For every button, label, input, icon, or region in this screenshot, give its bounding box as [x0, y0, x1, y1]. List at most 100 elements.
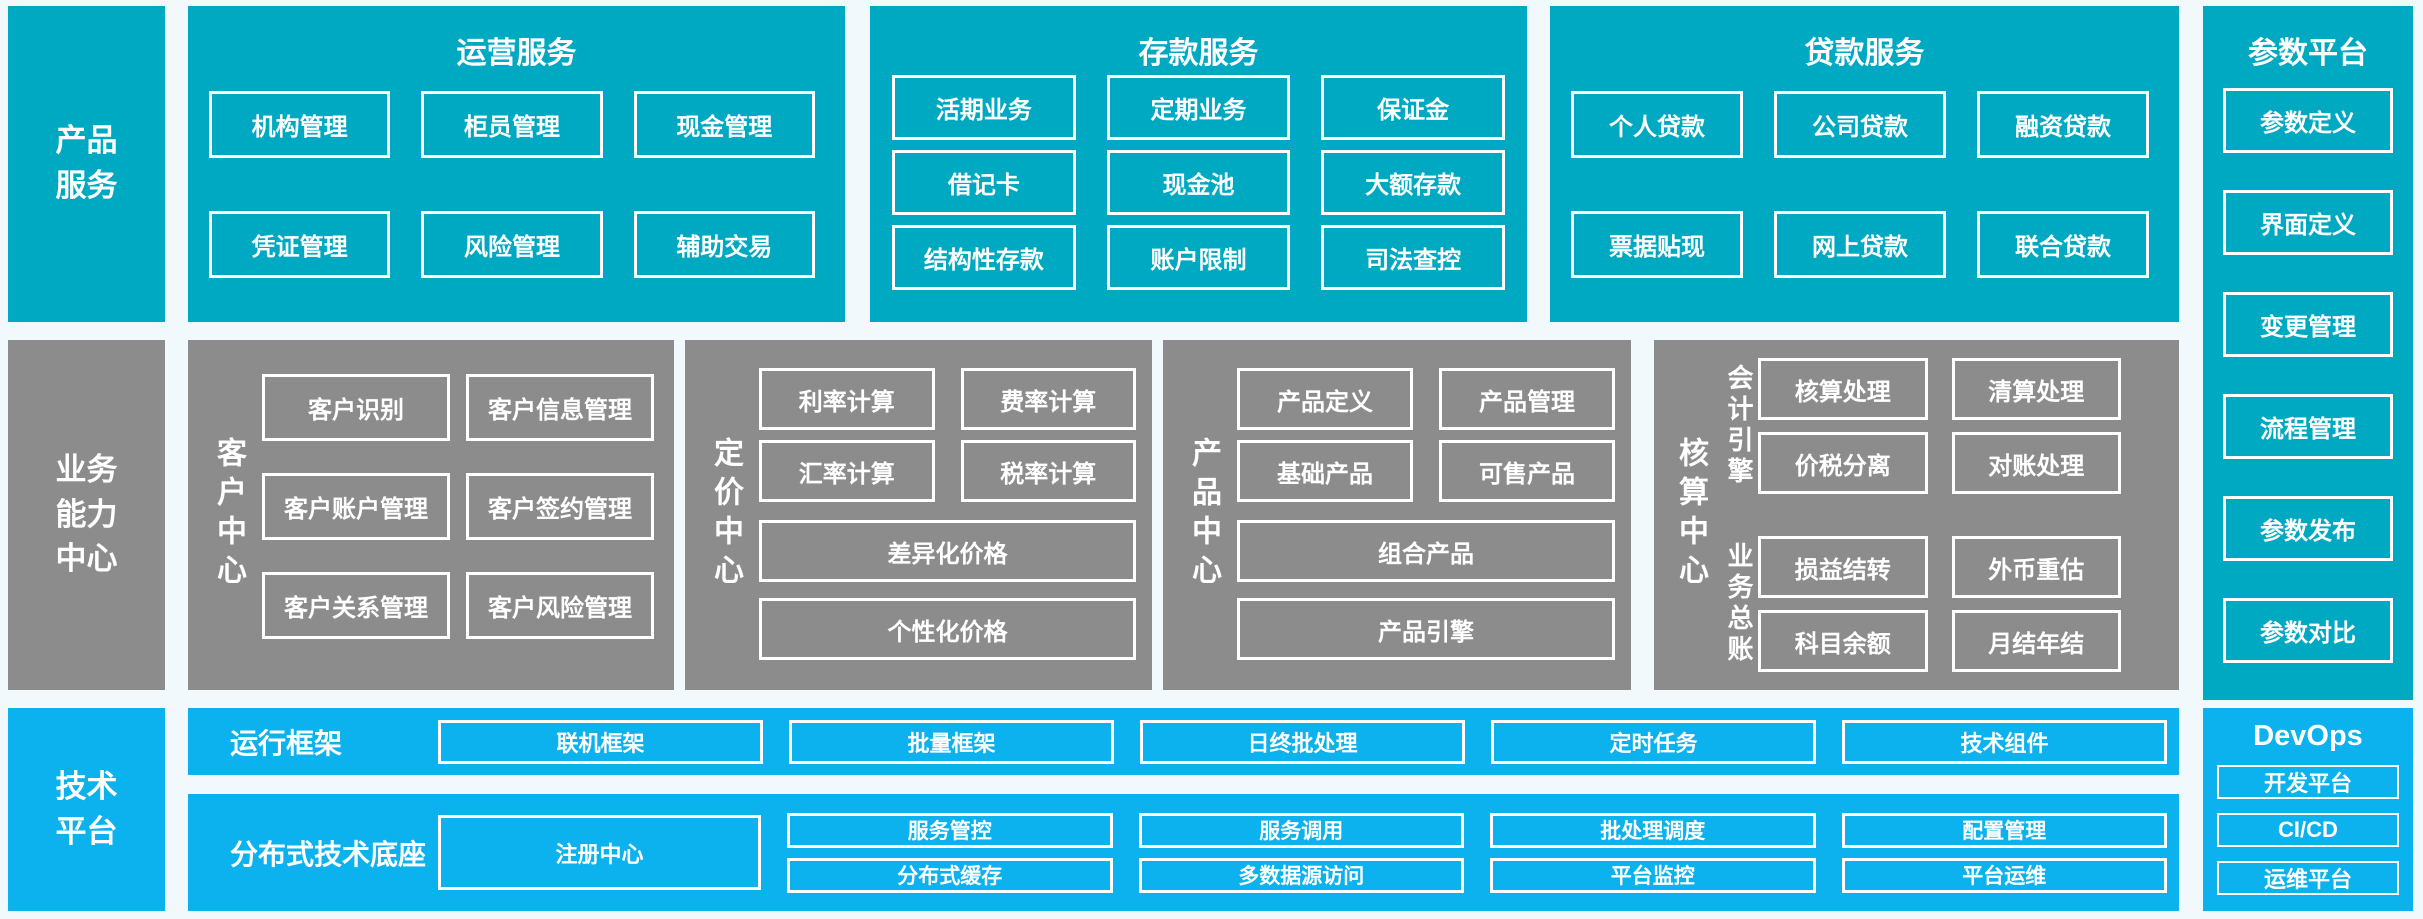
diagram-box: 流程管理 — [2223, 394, 2393, 459]
row-label-technology-platform: 技术 平台 — [8, 708, 165, 911]
diagram-box: 清算处理 — [1951, 358, 2121, 420]
accounting-engine-group: 会计引擎 核算处理 清算处理 价税分离 对账处理 — [1712, 358, 2121, 494]
diagram-box: 外币重估 — [1951, 536, 2121, 598]
section-vertical-label: 产品中心 — [1187, 437, 1220, 593]
diagram-box: 税率计算 — [960, 440, 1136, 502]
diagram-box-wide: 产品引擎 — [1237, 598, 1615, 660]
section-product-center: 产品中心 产品定义 产品管理 基础产品 可售产品 组合产品 产品引擎 — [1163, 340, 1631, 690]
run-framework-grid: 联机框架 批量框架 日终批处理 定时任务 技术组件 — [438, 719, 2167, 764]
diagram-box: CI/CD — [2217, 813, 2399, 847]
row-label-line: 产品 — [55, 123, 118, 159]
diagram-box: 月结年结 — [1951, 610, 2121, 672]
diagram-box: 产品定义 — [1237, 368, 1413, 430]
diagram-box: 分布式缓存 — [787, 857, 1113, 893]
product-center-grid: 产品定义 产品管理 基础产品 可售产品 组合产品 产品引擎 — [1237, 368, 1615, 660]
diagram-box: 产品管理 — [1439, 368, 1615, 430]
accounting-engine-grid: 核算处理 清算处理 价税分离 对账处理 — [1758, 358, 2121, 494]
diagram-box: 客户风险管理 — [466, 572, 654, 639]
diagram-box: 定期业务 — [1106, 75, 1291, 140]
diagram-box-wide: 差异化价格 — [759, 520, 1136, 582]
loan-services-grid: 个人贷款 公司贷款 融资贷款 票据贴现 网上贷款 联合贷款 — [1571, 91, 2149, 278]
diagram-box: 客户签约管理 — [466, 473, 654, 540]
section-devops: DevOps 开发平台 CI/CD 运维平台 — [2203, 708, 2413, 911]
diagram-box: 核算处理 — [1758, 358, 1928, 420]
diagram-box: 公司贷款 — [1774, 91, 1946, 158]
diagram-box: 批量框架 — [789, 719, 1114, 764]
diagram-box: 配置管理 — [1841, 812, 2167, 848]
diagram-box: 多数据源访问 — [1138, 857, 1464, 893]
section-vertical-label: 客户中心 — [212, 437, 245, 593]
diagram-box: 联合贷款 — [1977, 211, 2149, 278]
diagram-box-wide: 组合产品 — [1237, 520, 1615, 582]
diagram-box: 价税分离 — [1758, 432, 1928, 494]
diagram-box: 定时任务 — [1491, 719, 1816, 764]
diagram-box: 账户限制 — [1106, 225, 1291, 290]
diagram-box: 大额存款 — [1321, 150, 1505, 215]
row-label-line: 技术 — [55, 768, 118, 804]
row-label-product-services: 产品 服务 — [8, 6, 165, 322]
section-vertical-label: 定价中心 — [709, 437, 742, 593]
diagram-box: 个人贷款 — [1571, 91, 1743, 158]
pricing-center-grid: 利率计算 费率计算 汇率计算 税率计算 差异化价格 个性化价格 — [759, 368, 1136, 660]
diagram-box: 技术组件 — [1842, 719, 2167, 764]
diagram-box: 活期业务 — [892, 75, 1076, 140]
diagram-box: 变更管理 — [2223, 292, 2393, 357]
operation-services-grid: 机构管理 柜员管理 现金管理 凭证管理 风险管理 辅助交易 — [209, 91, 815, 278]
diagram-box: 开发平台 — [2217, 765, 2399, 799]
group-vertical-label: 业务总账 — [1724, 542, 1754, 666]
diagram-box: 平台监控 — [1490, 857, 1816, 893]
diagram-box: 结构性存款 — [892, 225, 1076, 290]
section-title: 运营服务 — [456, 37, 577, 70]
band-distributed-base: 分布式技术底座 注册中心 服务管控 服务调用 批处理调度 配置管理 分布式缓存 … — [188, 794, 2179, 911]
diagram-box: 基础产品 — [1237, 440, 1413, 502]
diagram-box: 凭证管理 — [209, 211, 391, 278]
group-vertical-label: 会计引擎 — [1724, 364, 1754, 488]
section-vertical-label: 核算中心 — [1674, 437, 1707, 593]
diagram-box: 界面定义 — [2223, 190, 2393, 255]
section-parameter-platform: 参数平台 参数定义 界面定义 变更管理 流程管理 参数发布 参数对比 — [2203, 6, 2413, 700]
diagram-box: 平台运维 — [1841, 857, 2167, 893]
section-customer-center: 客户中心 客户识别 客户信息管理 客户账户管理 客户签约管理 客户关系管理 客户… — [188, 340, 674, 690]
devops-list: 开发平台 CI/CD 运维平台 — [2217, 765, 2399, 895]
diagram-box: 汇率计算 — [759, 440, 935, 502]
customer-center-grid: 客户识别 客户信息管理 客户账户管理 客户签约管理 客户关系管理 客户风险管理 — [262, 374, 654, 639]
diagram-box: 融资贷款 — [1977, 91, 2149, 158]
diagram-box: 批处理调度 — [1490, 812, 1816, 848]
diagram-box: 损益结转 — [1758, 536, 1928, 598]
band-label: 运行框架 — [230, 727, 343, 759]
diagram-box: 联机框架 — [438, 719, 763, 764]
business-ledger-group: 业务总账 损益结转 外币重估 科目余额 月结年结 — [1712, 536, 2121, 672]
row-label-line: 业务 — [55, 451, 118, 487]
section-title: DevOps — [2253, 720, 2363, 752]
diagram-box: 运维平台 — [2217, 861, 2399, 895]
section-pricing-center: 定价中心 利率计算 费率计算 汇率计算 税率计算 差异化价格 个性化价格 — [685, 340, 1152, 690]
band-run-framework: 运行框架 联机框架 批量框架 日终批处理 定时任务 技术组件 — [188, 708, 2179, 775]
diagram-box: 票据贴现 — [1571, 211, 1743, 278]
diagram-box: 日终批处理 — [1140, 719, 1465, 764]
diagram-box: 柜员管理 — [421, 91, 603, 158]
band-label: 分布式技术底座 — [230, 838, 427, 870]
diagram-box: 服务调用 — [1138, 812, 1464, 848]
section-title: 存款服务 — [1138, 37, 1259, 70]
diagram-box: 参数定义 — [2223, 88, 2393, 153]
diagram-box: 参数对比 — [2223, 598, 2393, 663]
business-ledger-grid: 损益结转 外币重估 科目余额 月结年结 — [1758, 536, 2121, 672]
diagram-box: 辅助交易 — [633, 211, 815, 278]
section-title: 参数平台 — [2248, 37, 2368, 70]
diagram-box: 网上贷款 — [1774, 211, 1946, 278]
diagram-box: 服务管控 — [787, 812, 1113, 848]
parameter-platform-list: 参数定义 界面定义 变更管理 流程管理 参数发布 参数对比 — [2223, 88, 2393, 663]
diagram-box-wide: 个性化价格 — [759, 598, 1136, 660]
diagram-box: 机构管理 — [209, 91, 391, 158]
diagram-box: 科目余额 — [1758, 610, 1928, 672]
diagram-box: 客户识别 — [262, 374, 450, 441]
distributed-base-grid: 服务管控 服务调用 批处理调度 配置管理 分布式缓存 多数据源访问 平台监控 平… — [787, 812, 2167, 893]
diagram-box: 保证金 — [1321, 75, 1505, 140]
diagram-box: 借记卡 — [892, 150, 1076, 215]
diagram-box: 现金管理 — [633, 91, 815, 158]
diagram-box: 对账处理 — [1951, 432, 2121, 494]
row-label-line: 能力 — [55, 496, 118, 532]
section-operation-services: 运营服务 机构管理 柜员管理 现金管理 凭证管理 风险管理 辅助交易 — [188, 6, 845, 322]
diagram-box: 司法查控 — [1321, 225, 1505, 290]
